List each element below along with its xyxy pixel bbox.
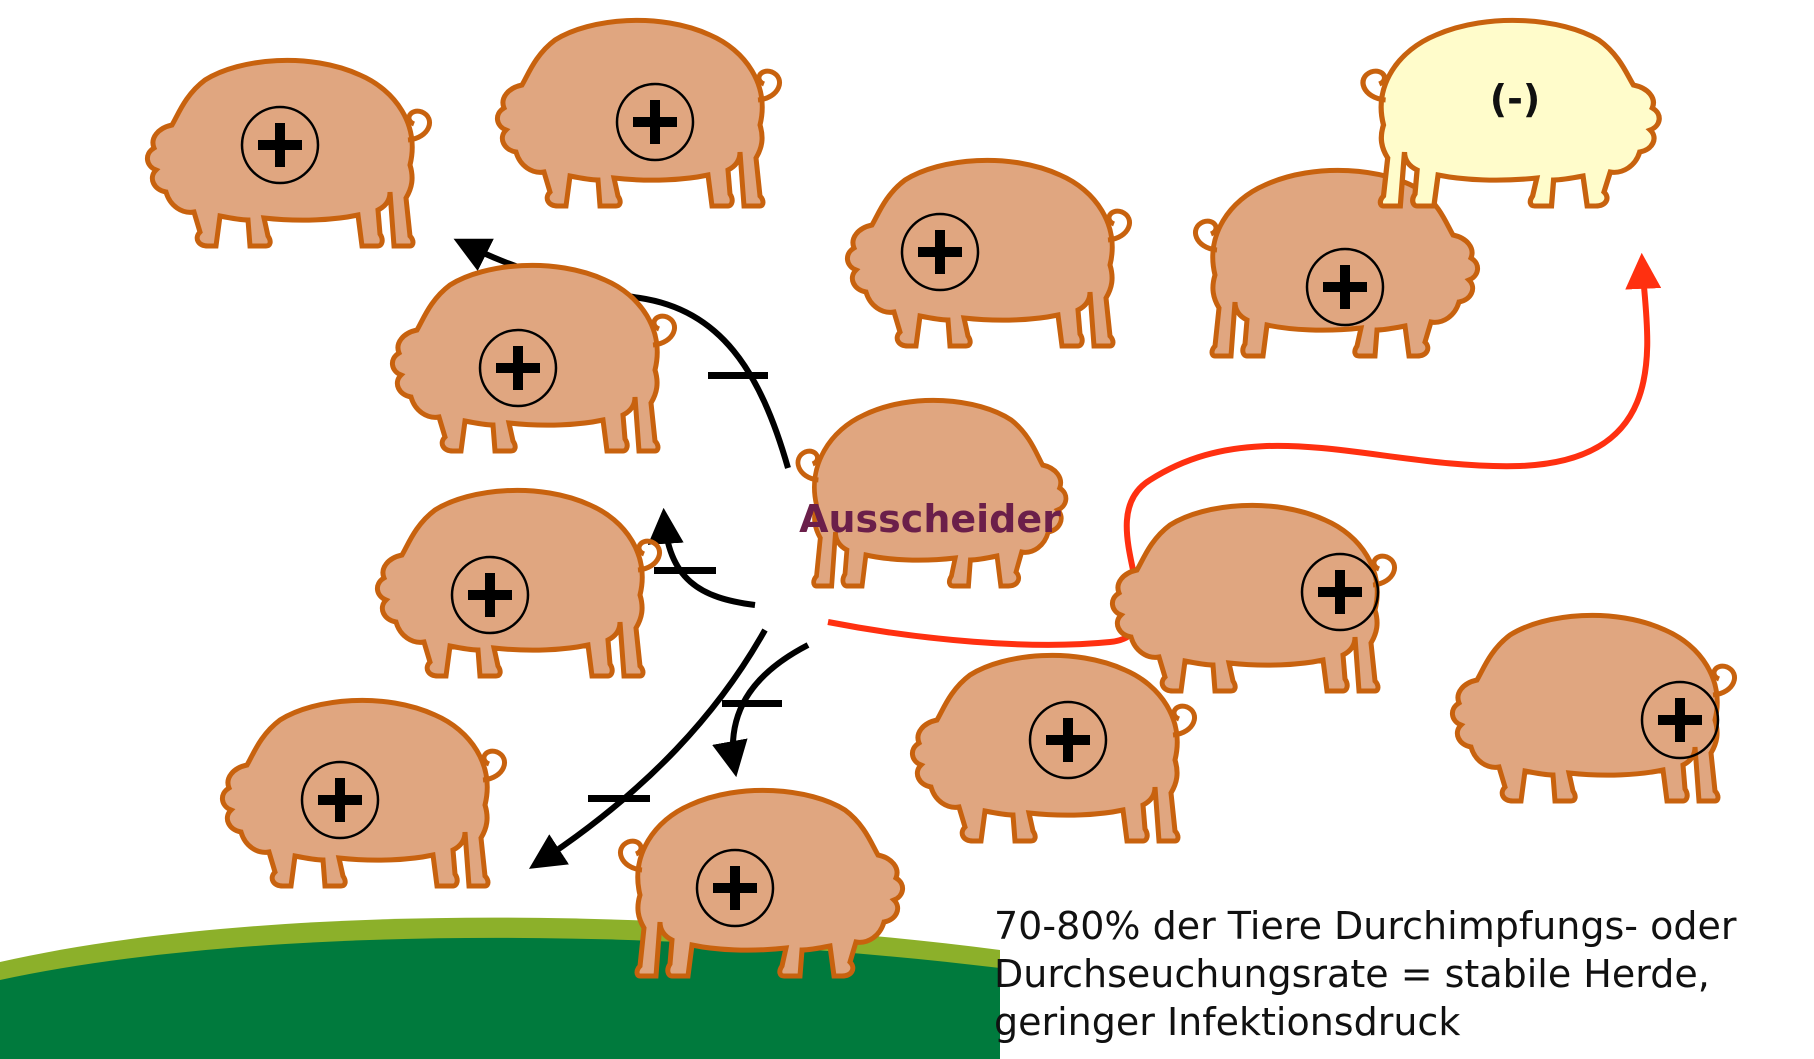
positive-pig	[222, 700, 504, 886]
caption: 70-80% der Tiere Durchimpfungs- oder Dur…	[994, 902, 1794, 1046]
block-bar-4	[588, 795, 650, 802]
positive-pig	[912, 655, 1194, 841]
positive-pig	[377, 490, 659, 676]
pig-icon	[147, 60, 429, 246]
positive-pig	[497, 20, 779, 206]
negative-label: (-)	[1490, 77, 1541, 121]
pig-icon	[377, 490, 659, 676]
block-bar-3	[722, 700, 782, 707]
shedder-pig	[798, 400, 1066, 586]
pig-icon	[1452, 615, 1734, 801]
caption-line-2: Durchseuchungsrate = stabile Herde,	[994, 950, 1794, 998]
pig-icon	[847, 160, 1129, 346]
positive-pig	[147, 60, 429, 246]
pig-icon	[222, 700, 504, 886]
positive-pig	[847, 160, 1129, 346]
arrow-to-middle-pig	[664, 515, 755, 605]
pig-icon	[392, 265, 674, 451]
caption-line-1: 70-80% der Tiere Durchimpfungs- oder	[994, 902, 1794, 950]
positive-pig	[392, 265, 674, 451]
shedder-label: Ausscheider	[799, 497, 1061, 541]
pig-icon	[1112, 505, 1394, 691]
caption-line-3: geringer Infektionsdruck	[994, 998, 1794, 1046]
positive-pig	[1452, 615, 1734, 801]
pig-icon	[912, 655, 1194, 841]
pig-icon	[497, 20, 779, 206]
block-bar-1	[708, 372, 768, 379]
block-bar-2	[654, 567, 716, 574]
pig-icon	[798, 400, 1066, 586]
positive-pig	[1112, 505, 1394, 691]
